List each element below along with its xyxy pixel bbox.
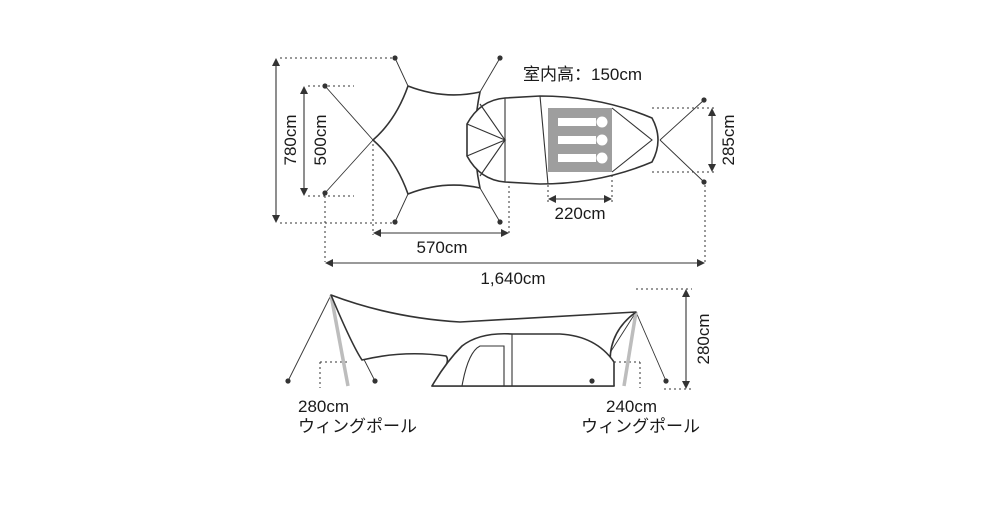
side-view: 280cm 280cm ウィングポール 240cm ウィングポール: [285, 288, 713, 436]
dimension-height: [682, 289, 690, 389]
dimension-width-tent: [708, 108, 716, 172]
tarp-length-label: 570cm: [416, 238, 467, 257]
top-stake-dots: [322, 55, 707, 225]
dimension-width-total: [272, 58, 280, 223]
tarp-outline: [372, 85, 481, 195]
left-pole-size-label: 280cm: [298, 397, 349, 416]
dimension-inner-tent: [548, 195, 612, 203]
inner-tent-width-label: 220cm: [554, 204, 605, 223]
height-total-label: 280cm: [694, 313, 713, 364]
width-tarp-label: 500cm: [311, 114, 330, 165]
tent-side-outline: [431, 332, 615, 387]
right-pole-size-label: 240cm: [606, 397, 657, 416]
side-stake-dots: [285, 378, 669, 384]
dimension-tarp-length: [373, 229, 509, 237]
ceiling-height-label: 室内高：150cm: [523, 65, 642, 84]
top-guy-lines: [324, 57, 705, 223]
left-pole-name-label: ウィングポール: [298, 417, 417, 436]
dimension-total-length: [325, 259, 705, 267]
dimension-width-tarp: [300, 86, 308, 196]
total-length-label: 1,640cm: [480, 269, 545, 288]
top-view: 室内高：150cm 780cm 500cm 285cm 220cm 570cm …: [272, 55, 738, 288]
width-total-label: 780cm: [281, 114, 300, 165]
right-wing-pole: [622, 311, 638, 387]
width-tent-label: 285cm: [719, 114, 738, 165]
person-lying-icon: [558, 116, 608, 164]
left-wing-pole: [329, 294, 350, 387]
right-pole-name-label: ウィングポール: [581, 417, 700, 436]
